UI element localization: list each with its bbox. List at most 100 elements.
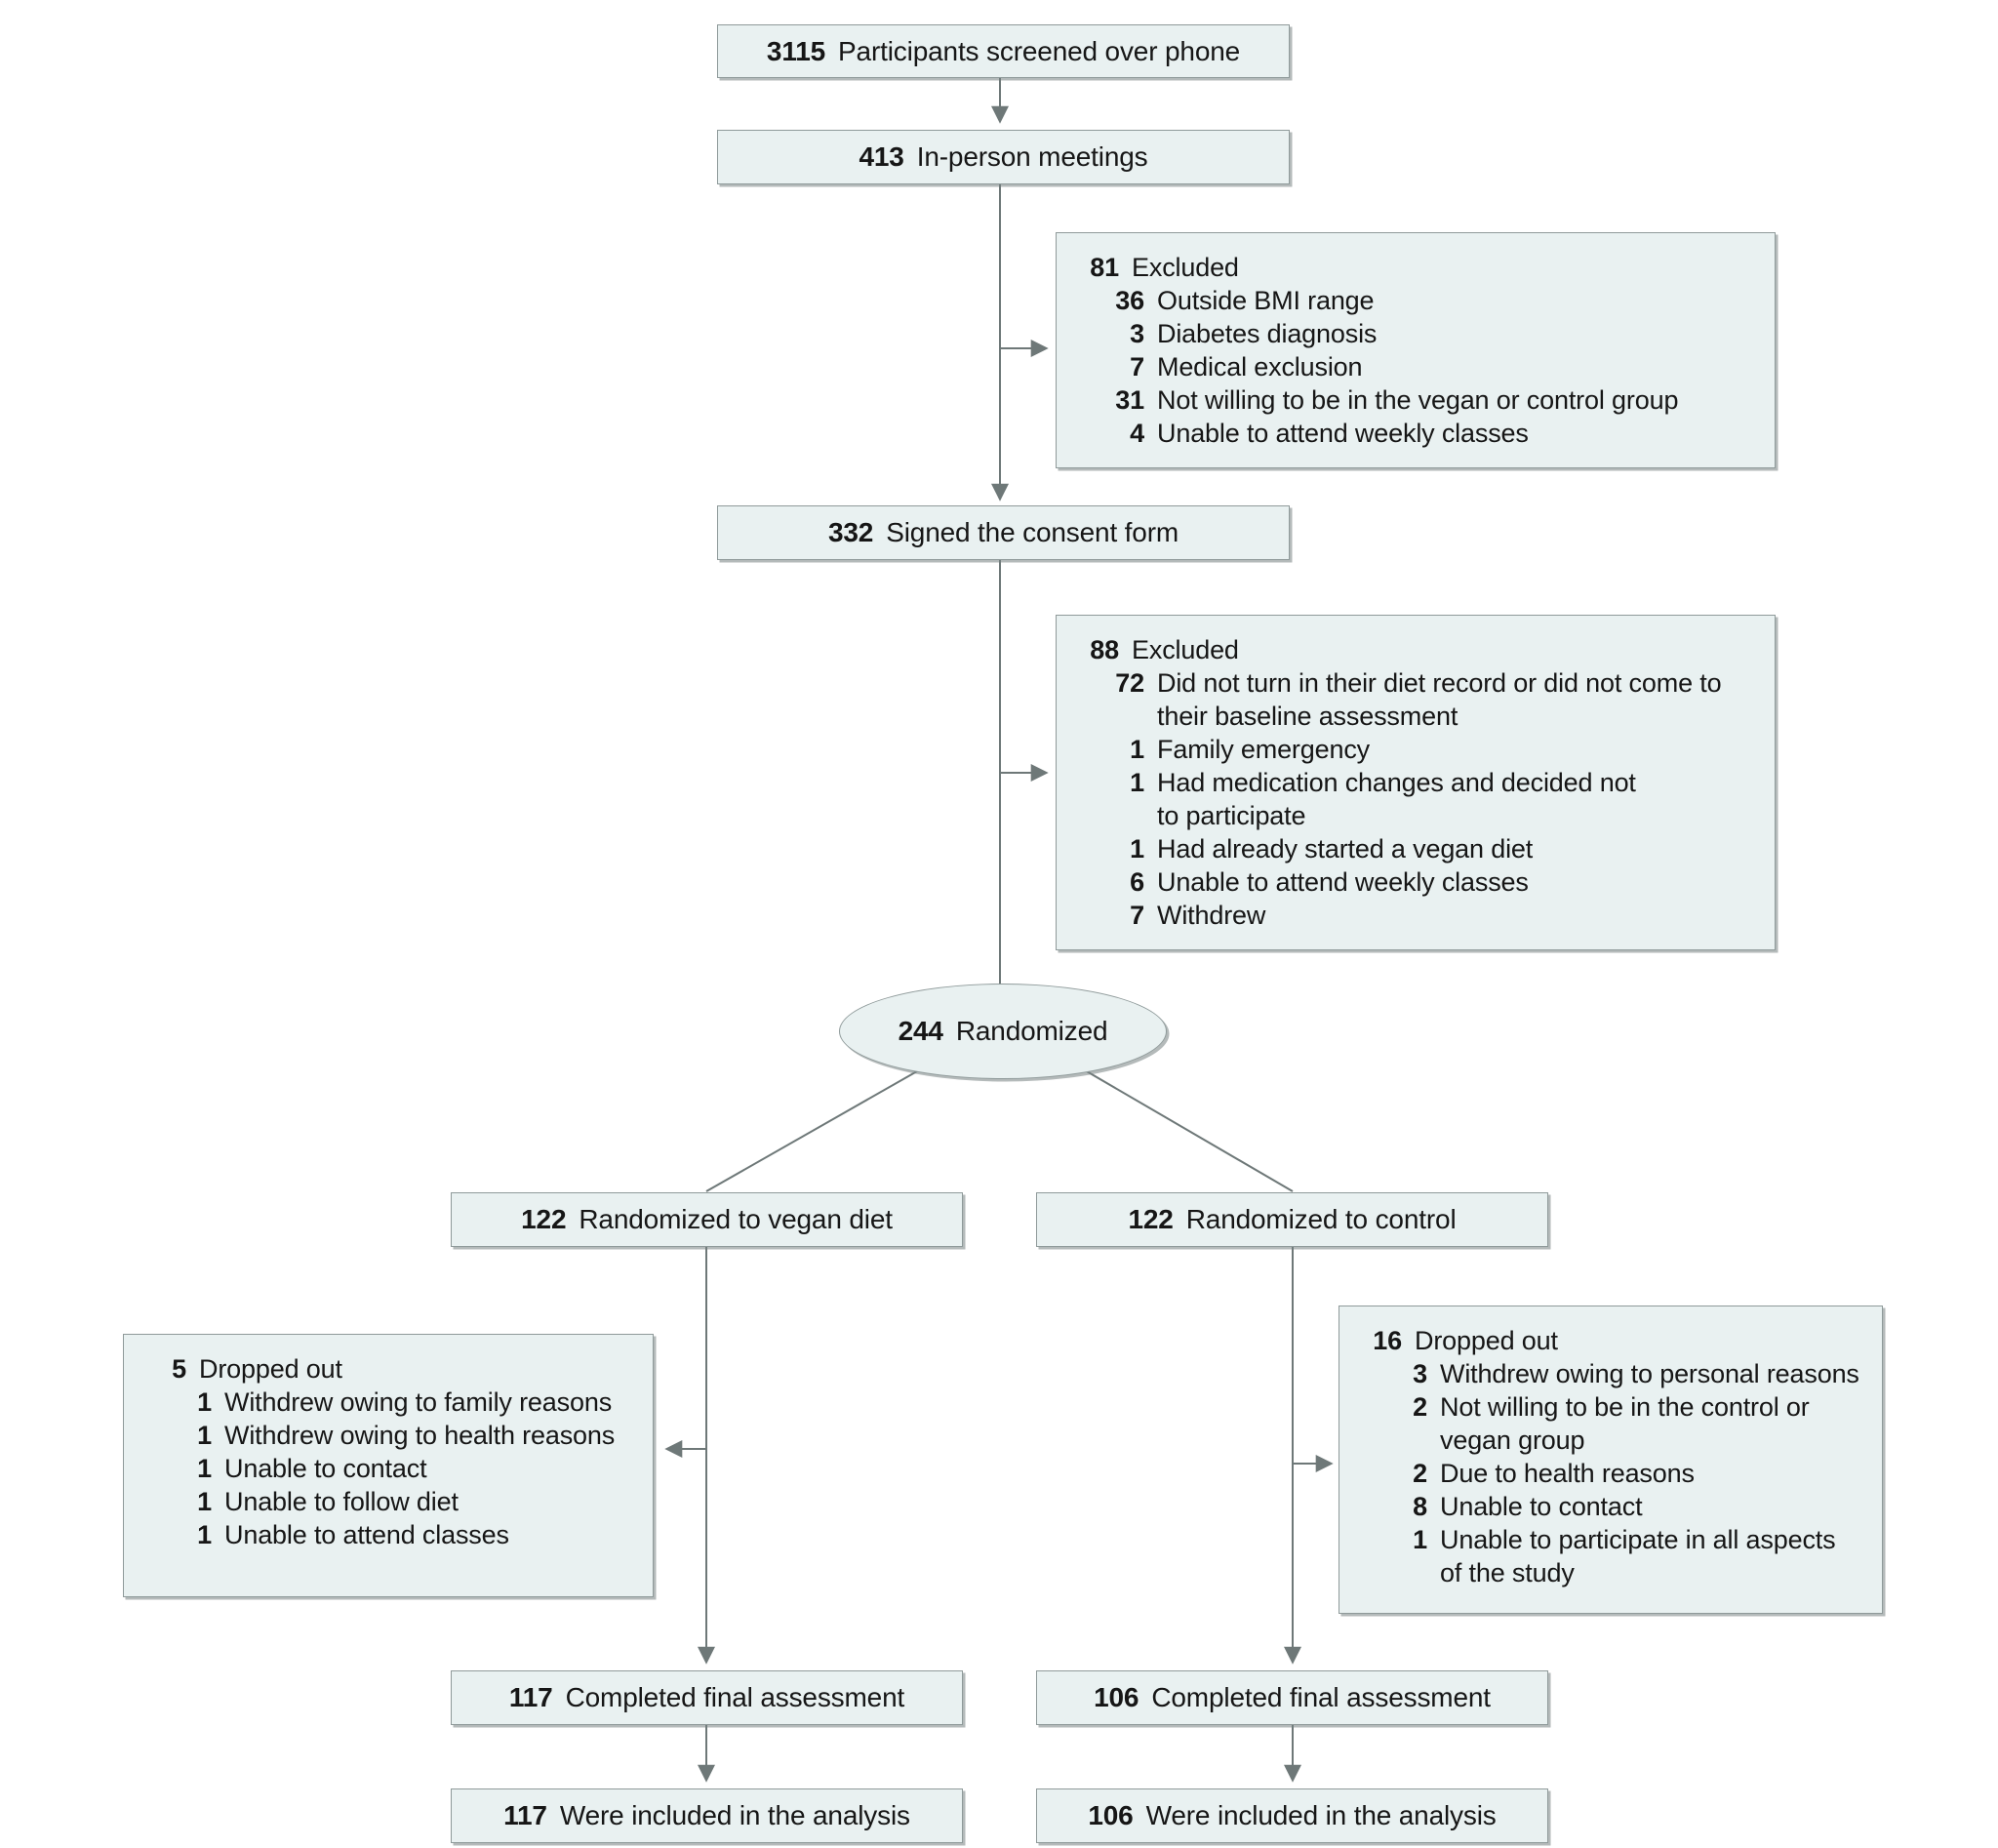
consent-label: Signed the consent form <box>886 517 1179 547</box>
reason-count: 36 <box>1115 286 1144 315</box>
consent-count: 332 <box>827 517 874 547</box>
control-arm-label: Randomized to control <box>1185 1204 1457 1234</box>
reason-label: Unable to contact <box>224 1454 427 1483</box>
node-consent: 332 Signed the consent form <box>717 505 1290 560</box>
reason-count: 1 <box>197 1520 212 1549</box>
node-meetings: 413 In-person meetings <box>717 130 1290 184</box>
line-randomized-to-control <box>1079 1066 1294 1192</box>
vegan-completed-label: Completed final assessment <box>565 1682 905 1712</box>
reason-label: Withdrew owing to family reasons <box>224 1387 613 1417</box>
node-vegan-arm: 122 Randomized to vegan diet <box>451 1192 963 1247</box>
reason-label: Unable to attend weekly classes <box>1157 867 1529 897</box>
meetings-count: 413 <box>859 141 904 172</box>
vegan-analyzed-count: 117 <box>503 1800 547 1830</box>
reason-count: 1 <box>1130 768 1144 797</box>
dropped-out-vegan-count: 5 <box>172 1354 186 1384</box>
node-screened: 3115 Participants screened over phone <box>717 24 1290 78</box>
control-completed-count: 106 <box>1094 1682 1139 1712</box>
sidebox-excluded-after-consent: 88 Excluded 72 Did not turn in their die… <box>1056 615 1776 950</box>
dropped-out-control-reasons: 3 Withdrew owing to personal reasons 2 N… <box>1359 1357 1862 1589</box>
node-vegan-completed: 117 Completed final assessment <box>451 1670 963 1725</box>
reason-count: 1 <box>197 1387 212 1417</box>
node-control-analyzed: 106 Were included in the analysis <box>1036 1788 1548 1843</box>
reason-label: Withdrew owing to personal reasons <box>1440 1359 1859 1388</box>
dropout-reason-row: 3 Withdrew owing to personal reasons <box>1359 1357 1862 1390</box>
dropped-out-control-label: Dropped out <box>1415 1326 1558 1355</box>
reason-label: Medical exclusion <box>1157 352 1363 382</box>
dropout-reason-row: 2 Not willing to be in the control or ve… <box>1359 1390 1862 1457</box>
reason-count: 1 <box>197 1421 212 1450</box>
reason-label: Not willing to be in the control or vega… <box>1440 1392 1810 1455</box>
reason-label: Withdrew owing to health reasons <box>224 1421 616 1450</box>
sidebox-dropped-out-control: 16 Dropped out 3 Withdrew owing to perso… <box>1339 1306 1883 1614</box>
dropout-reason-row: 2 Due to health reasons <box>1359 1457 1862 1490</box>
exclusion-reason-row: 4 Unable to attend weekly classes <box>1076 417 1755 450</box>
dropout-reason-row: 1 Unable to participate in all aspects o… <box>1359 1523 1862 1589</box>
reason-count: 1 <box>1130 735 1144 764</box>
sidebox-excluded-after-meetings: 81 Excluded 36 Outside BMI range 3 Diabe… <box>1056 232 1776 468</box>
reason-count: 7 <box>1130 352 1144 382</box>
reason-label: Had medication changes and decided not t… <box>1157 768 1636 830</box>
vegan-arm-count: 122 <box>521 1204 567 1234</box>
dropped-out-vegan-label: Dropped out <box>199 1354 342 1384</box>
reason-count: 1 <box>1130 834 1144 864</box>
exclusion-reason-row: 1 Had already started a vegan diet <box>1076 832 1755 865</box>
exclusion-reason-row: 31 Not willing to be in the vegan or con… <box>1076 383 1755 417</box>
node-control-completed: 106 Completed final assessment <box>1036 1670 1548 1725</box>
dropout-reason-row: 1 Unable to attend classes <box>143 1518 633 1551</box>
node-vegan-analyzed: 117 Were included in the analysis <box>451 1788 963 1843</box>
screened-count: 3115 <box>766 35 826 66</box>
dropped-out-control-heading: 16 Dropped out <box>1359 1324 1862 1357</box>
node-randomized: 244 Randomized <box>839 984 1167 1079</box>
reason-count: 1 <box>197 1454 212 1483</box>
exclusion-reason-row: 1 Had medication changes and decided not… <box>1076 766 1755 832</box>
reason-label: Unable to attend weekly classes <box>1157 419 1529 448</box>
sidebox-dropped-out-vegan: 5 Dropped out 1 Withdrew owing to family… <box>123 1334 654 1597</box>
dropout-reason-row: 1 Unable to follow diet <box>143 1485 633 1518</box>
randomized-label: Randomized <box>955 1016 1108 1046</box>
excluded-after-consent-reasons: 72 Did not turn in their diet record or … <box>1076 666 1755 932</box>
reason-count: 31 <box>1115 385 1144 415</box>
vegan-analyzed-label: Were included in the analysis <box>559 1800 910 1830</box>
reason-count: 4 <box>1130 419 1144 448</box>
excluded-after-meetings-label: Excluded <box>1132 253 1239 282</box>
reason-count: 3 <box>1130 319 1144 348</box>
reason-count: 72 <box>1115 668 1144 698</box>
screened-label: Participants screened over phone <box>838 35 1241 66</box>
exclusion-reason-row: 7 Withdrew <box>1076 899 1755 932</box>
reason-count: 1 <box>197 1487 212 1516</box>
exclusion-reason-row: 3 Diabetes diagnosis <box>1076 317 1755 350</box>
control-analyzed-label: Were included in the analysis <box>1145 1800 1497 1830</box>
reason-count: 8 <box>1413 1492 1427 1521</box>
reason-label: Did not turn in their diet record or did… <box>1157 668 1722 731</box>
excluded-after-consent-label: Excluded <box>1132 635 1239 664</box>
dropped-out-vegan-heading: 5 Dropped out <box>143 1352 633 1386</box>
reason-label: Unable to contact <box>1440 1492 1643 1521</box>
reason-count: 1 <box>1413 1525 1427 1554</box>
vegan-arm-label: Randomized to vegan diet <box>579 1204 893 1234</box>
reason-label: Not willing to be in the vegan or contro… <box>1157 385 1679 415</box>
reason-count: 2 <box>1413 1392 1427 1422</box>
control-analyzed-count: 106 <box>1088 1800 1134 1830</box>
exclusion-reason-row: 7 Medical exclusion <box>1076 350 1755 383</box>
vegan-completed-count: 117 <box>508 1682 553 1712</box>
exclusion-reason-row: 1 Family emergency <box>1076 733 1755 766</box>
dropped-out-vegan-reasons: 1 Withdrew owing to family reasons 1 Wit… <box>143 1386 633 1551</box>
reason-label: Unable to attend classes <box>224 1520 509 1549</box>
dropout-reason-row: 8 Unable to contact <box>1359 1490 1862 1523</box>
reason-label: Had already started a vegan diet <box>1157 834 1534 864</box>
excluded-after-meetings-count: 81 <box>1090 253 1119 282</box>
reason-count: 3 <box>1413 1359 1427 1388</box>
line-randomized-to-vegan <box>705 1066 925 1192</box>
excluded-after-meetings-reasons: 36 Outside BMI range 3 Diabetes diagnosi… <box>1076 284 1755 450</box>
control-arm-count: 122 <box>1128 1204 1174 1234</box>
excluded-after-consent-heading: 88 Excluded <box>1076 633 1755 666</box>
exclusion-reason-row: 72 Did not turn in their diet record or … <box>1076 666 1755 733</box>
reason-count: 2 <box>1413 1459 1427 1488</box>
exclusion-reason-row: 36 Outside BMI range <box>1076 284 1755 317</box>
reason-label: Withdrew <box>1157 901 1266 930</box>
reason-label: Due to health reasons <box>1440 1459 1695 1488</box>
dropout-reason-row: 1 Withdrew owing to family reasons <box>143 1386 633 1419</box>
